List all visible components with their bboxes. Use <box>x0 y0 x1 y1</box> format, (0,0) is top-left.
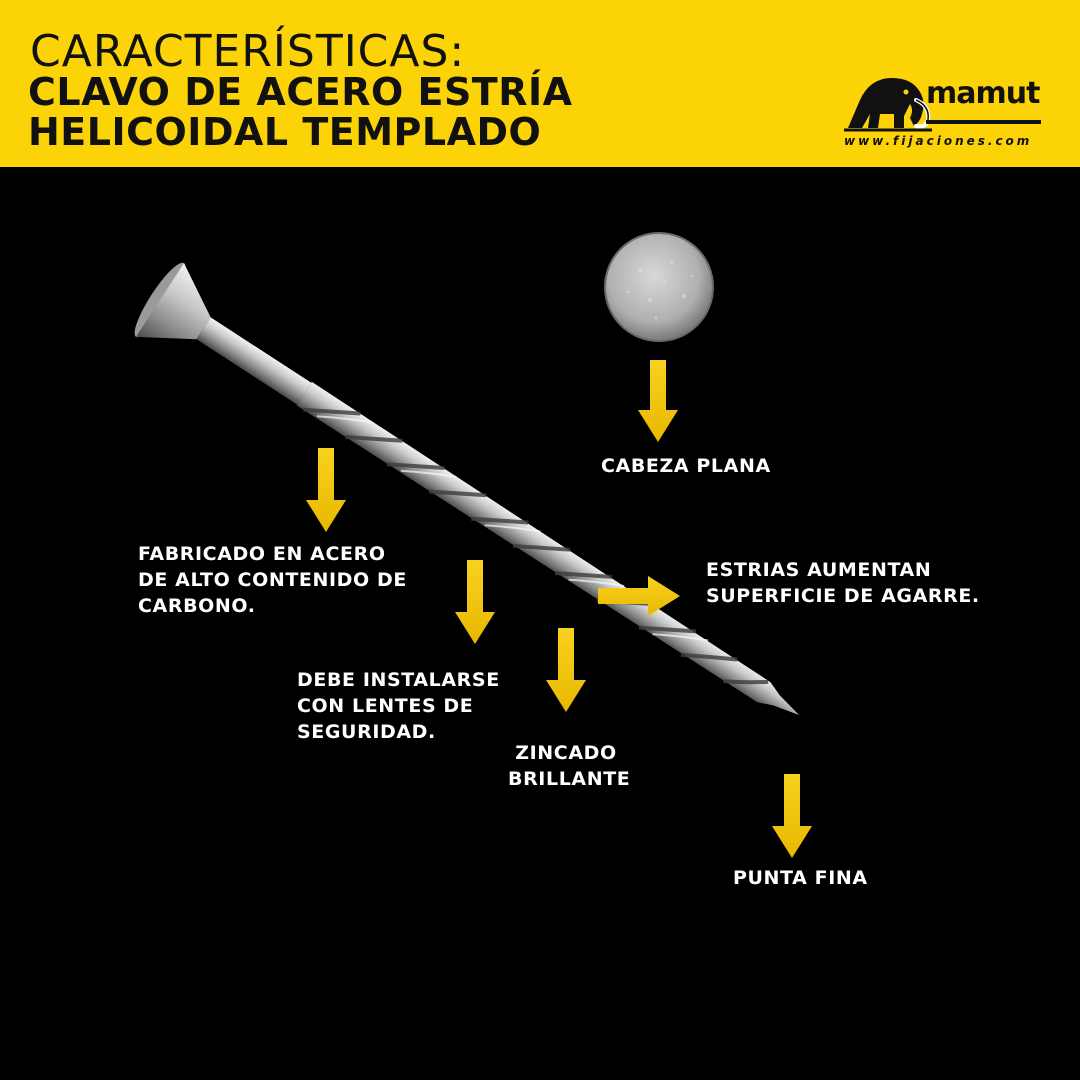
product-title-line-2: HELICOIDAL TEMPLADO <box>28 110 542 154</box>
arrow-zincado <box>546 628 586 712</box>
header-banner: CARACTERÍSTICAS: CLAVO DE ACERO ESTRÍA H… <box>0 0 1080 167</box>
header-subtitle: CARACTERÍSTICAS: <box>30 26 466 77</box>
nail-image <box>134 262 800 716</box>
product-title-line-1: CLAVO DE ACERO ESTRÍA <box>28 70 573 114</box>
logo-underline <box>926 120 1041 124</box>
label-debe-instalarse: DEBE INSTALARSE CON LENTES DE SEGURIDAD. <box>297 669 500 743</box>
label-estrias: ESTRIAS AUMENTAN SUPERFICIE DE AGARRE. <box>706 559 980 607</box>
arrow-debe <box>455 560 495 644</box>
product-illustration: CABEZA PLANA FABRICADO EN ACERO DE ALTO … <box>0 167 1080 1080</box>
logo-url: www.fijaciones.com <box>844 134 1033 148</box>
flat-head-image <box>604 232 714 342</box>
logo-wordmark: mamut <box>926 76 1040 111</box>
arrow-estrias <box>598 576 680 616</box>
label-zincado: ZINCADO BRILLANTE <box>508 742 631 790</box>
label-fabricado: FABRICADO EN ACERO DE ALTO CONTENIDO DE … <box>138 543 407 617</box>
mammoth-icon <box>844 78 932 132</box>
nail-diagram <box>134 232 812 858</box>
brand-logo: mamut www.fijaciones.com <box>836 70 1046 154</box>
arrow-cabeza <box>638 360 678 442</box>
arrow-punta <box>772 774 812 858</box>
label-cabeza-plana: CABEZA PLANA <box>601 455 771 477</box>
arrow-fabricado <box>306 448 346 532</box>
label-punta-fina: PUNTA FINA <box>733 867 868 889</box>
